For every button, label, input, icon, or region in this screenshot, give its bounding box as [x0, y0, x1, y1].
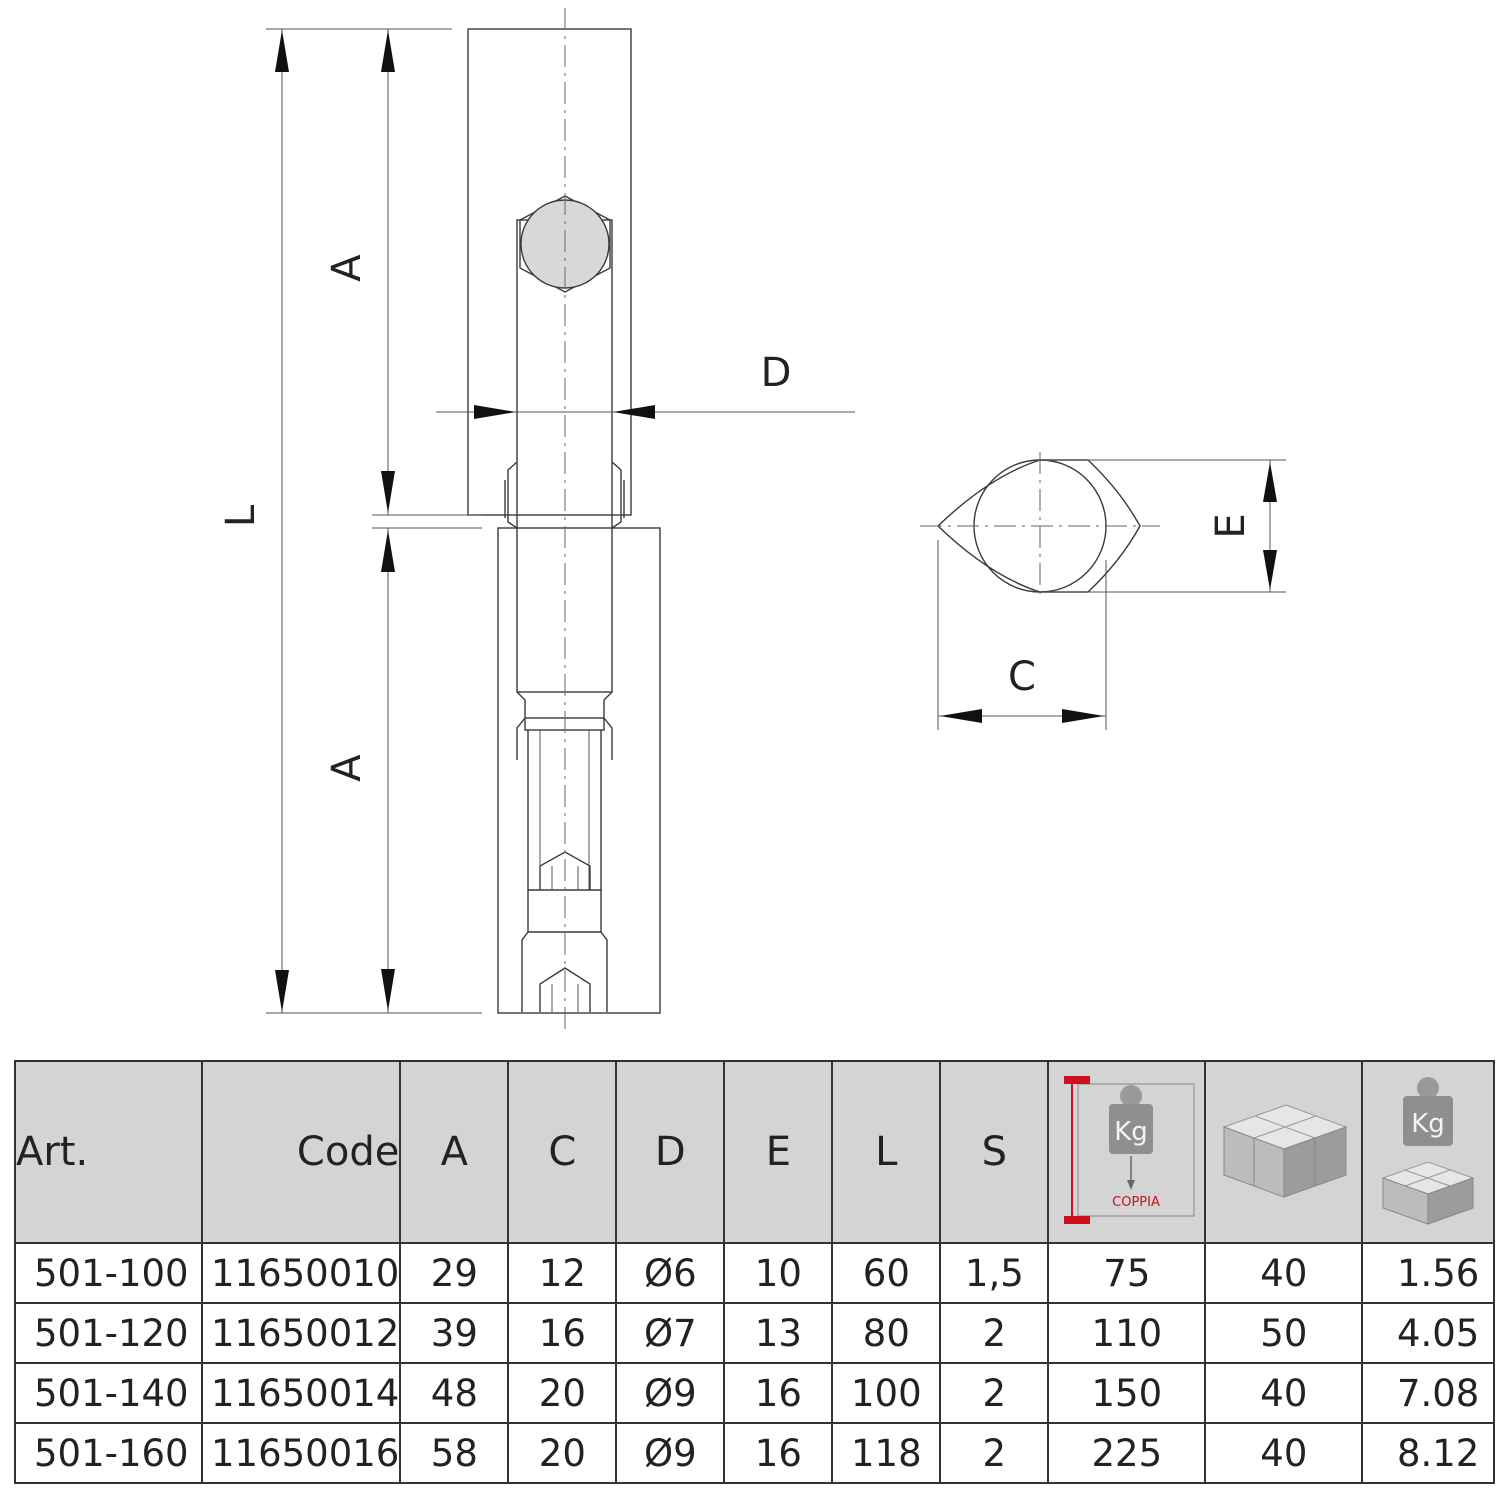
cell-pack: 40: [1204, 1362, 1364, 1424]
hinge-side-view: L A A D: [218, 8, 855, 1035]
table-row: 501-160 11650016 58 20 Ø9 16 118 2 225 4…: [14, 1422, 1496, 1484]
cell-s: 1,5: [939, 1242, 1050, 1304]
header-a: A: [399, 1060, 510, 1244]
header-package: [1204, 1060, 1364, 1244]
cell-code: 11650010: [200, 1242, 402, 1304]
spec-table: Art. Code A C D E L S Kg COPPIA: [14, 1060, 1496, 1484]
header-code: Code: [200, 1060, 402, 1244]
cell-pack: 50: [1204, 1302, 1364, 1364]
dimension-D: D: [436, 350, 855, 419]
dimension-L: L: [218, 28, 482, 1014]
header-s: S: [939, 1060, 1050, 1244]
weight-icon-kg: Kg: [1412, 1109, 1446, 1139]
cell-kg: 7.08: [1361, 1362, 1496, 1424]
label-A-bottom: A: [324, 754, 370, 782]
table-row: 501-120 11650012 39 16 Ø7 13 80 2 110 50…: [14, 1302, 1496, 1364]
cell-art: 501-160: [14, 1422, 203, 1484]
cell-l: 80: [831, 1302, 942, 1364]
cell-pack: 40: [1204, 1242, 1364, 1304]
cell-kg: 4.05: [1361, 1302, 1496, 1364]
header-load: Kg COPPIA: [1047, 1060, 1207, 1244]
cell-e: 10: [723, 1242, 834, 1304]
header-d: D: [615, 1060, 726, 1244]
cell-a: 58: [399, 1422, 510, 1484]
cell-code: 11650016: [200, 1422, 402, 1484]
cell-kg: 1.56: [1361, 1242, 1496, 1304]
cell-d: Ø9: [615, 1422, 726, 1484]
package-quantity-icon: [1222, 1104, 1348, 1198]
label-C: C: [1008, 654, 1036, 700]
cell-c: 20: [507, 1362, 618, 1424]
cell-art: 501-100: [14, 1242, 203, 1304]
cell-e: 16: [723, 1362, 834, 1424]
dimension-A-bottom: A: [324, 527, 482, 1013]
lower-leaf: [497, 527, 661, 1014]
cell-l: 118: [831, 1422, 942, 1484]
cell-l: 60: [831, 1242, 942, 1304]
cell-code: 11650014: [200, 1362, 402, 1424]
cell-e: 16: [723, 1422, 834, 1484]
cell-a: 29: [399, 1242, 510, 1304]
cell-a: 48: [399, 1362, 510, 1424]
header-e: E: [723, 1060, 834, 1244]
dimension-C: C: [937, 540, 1107, 730]
cell-e: 13: [723, 1302, 834, 1364]
cell-code: 11650012: [200, 1302, 402, 1364]
header-l: L: [831, 1060, 942, 1244]
table-row: 501-140 11650014 48 20 Ø9 16 100 2 150 4…: [14, 1362, 1496, 1424]
cell-s: 2: [939, 1362, 1050, 1424]
cell-d: Ø6: [615, 1242, 726, 1304]
cell-d: Ø7: [615, 1302, 726, 1364]
dimension-A-top: A: [324, 29, 482, 516]
cell-art: 501-140: [14, 1362, 203, 1424]
cell-load: 75: [1047, 1242, 1207, 1304]
cell-c: 12: [507, 1242, 618, 1304]
label-A-top: A: [324, 254, 370, 282]
load-icon-kg: Kg: [1114, 1117, 1148, 1147]
cell-load: 150: [1047, 1362, 1207, 1424]
cell-l: 100: [831, 1362, 942, 1424]
label-E: E: [1208, 513, 1254, 538]
header-c: C: [507, 1060, 618, 1244]
header-art: Art.: [14, 1060, 203, 1244]
cell-load: 225: [1047, 1422, 1207, 1484]
table-row: 501-100 11650010 29 12 Ø6 10 60 1,5 75 4…: [14, 1242, 1496, 1304]
cell-s: 2: [939, 1422, 1050, 1484]
hex-head: [519, 195, 611, 293]
label-D: D: [761, 350, 792, 396]
package-weight-icon: Kg: [1381, 1077, 1475, 1225]
upper-leaf: [467, 28, 632, 516]
cell-pack: 40: [1204, 1422, 1364, 1484]
weight-per-pair-icon: Kg COPPIA: [1063, 1076, 1195, 1224]
load-icon-coppia: COPPIA: [1112, 1195, 1160, 1210]
hinge-section-view: E C: [920, 452, 1286, 730]
cell-load: 110: [1047, 1302, 1207, 1364]
cell-s: 2: [939, 1302, 1050, 1364]
header-weight: Kg: [1361, 1060, 1496, 1244]
dimension-E: E: [1040, 459, 1286, 593]
cell-art: 501-120: [14, 1302, 203, 1364]
cell-c: 20: [507, 1422, 618, 1484]
cell-d: Ø9: [615, 1362, 726, 1424]
cell-a: 39: [399, 1302, 510, 1364]
hinge-technical-drawing: L A A D: [218, 8, 1286, 1035]
label-L: L: [218, 504, 264, 527]
cell-kg: 8.12: [1361, 1422, 1496, 1484]
cell-c: 16: [507, 1302, 618, 1364]
table-header-row: Art. Code A C D E L S Kg COPPIA: [14, 1060, 1496, 1244]
